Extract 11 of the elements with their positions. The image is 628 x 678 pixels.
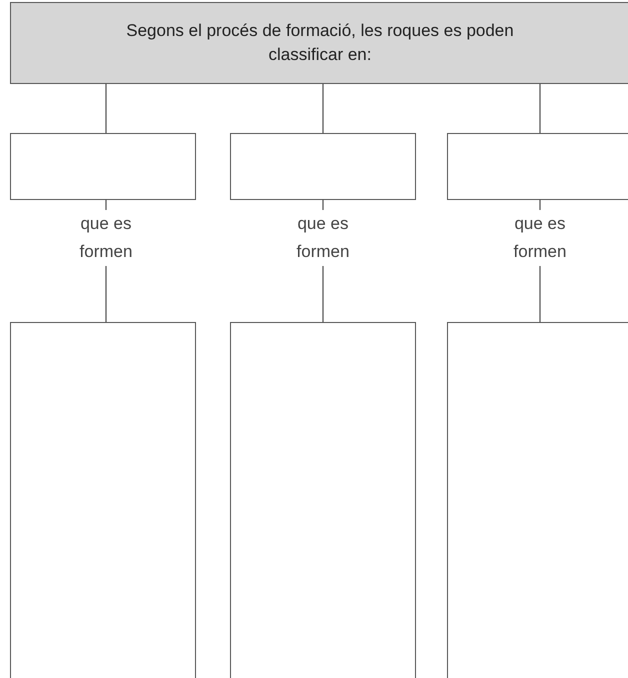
- empty-box: [230, 133, 416, 200]
- empty-box: [447, 322, 628, 678]
- empty-box: [10, 133, 196, 200]
- connector-line: [539, 84, 541, 133]
- heading-text: Segons el procés de formació, les roques es poden classificar en:: [125, 20, 515, 66]
- connector-line: [105, 84, 107, 133]
- empty-box: [447, 133, 628, 200]
- connector-line: [322, 84, 324, 133]
- heading-box: [10, 2, 628, 84]
- empty-box: [10, 322, 196, 678]
- empty-box: [230, 322, 416, 678]
